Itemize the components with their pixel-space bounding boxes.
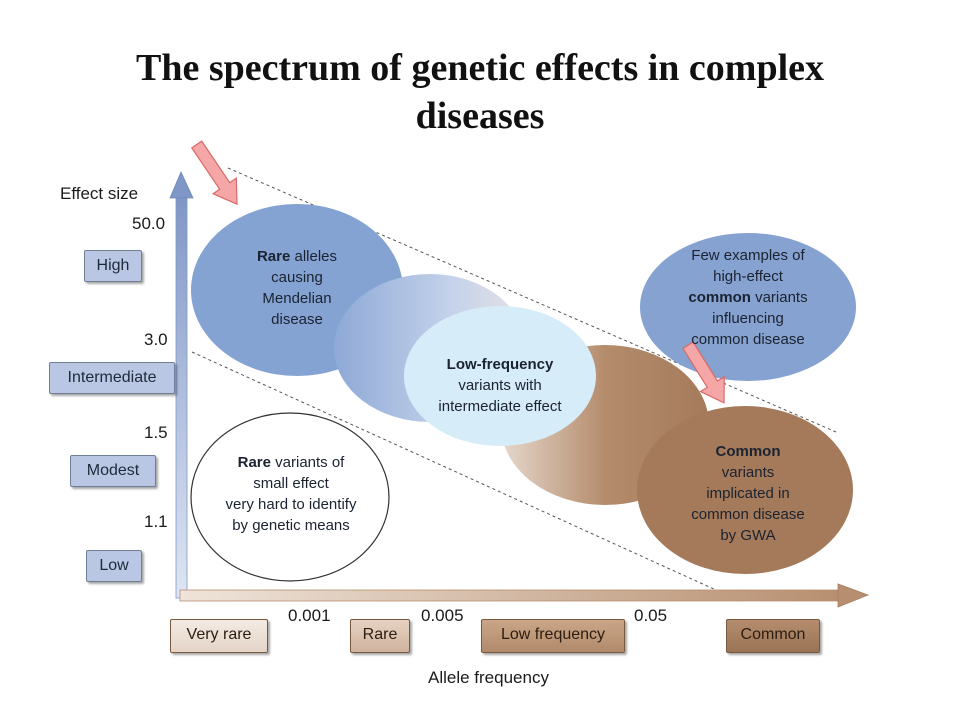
y-category-high: High xyxy=(84,250,142,282)
y-tick-50: 50.0 xyxy=(132,214,166,233)
title-line-2: diseases xyxy=(415,95,545,137)
bubble-low-frequency-shape xyxy=(404,306,596,446)
bubble-low-frequency: Low-frequency variants with intermediate… xyxy=(438,356,562,415)
title-line-1: The spectrum of genetic effects in compl… xyxy=(135,47,825,89)
y-category-intermediate: Intermediate xyxy=(49,362,175,394)
y-tick-3: 3.0 xyxy=(144,330,168,349)
x-category-very-rare: Very rare xyxy=(170,619,268,653)
y-category-low: Low xyxy=(86,550,142,582)
y-axis-arrowhead xyxy=(169,171,194,199)
x-category-rare: Rare xyxy=(350,619,410,653)
x-axis-title: Allele frequency xyxy=(428,668,549,687)
y-axis-title: Effect size xyxy=(60,184,139,203)
x-tick-0-001: 0.001 xyxy=(288,606,331,625)
y-axis-shaft xyxy=(175,195,188,599)
x-category-low-frequency: Low frequency xyxy=(481,619,625,653)
y-category-modest: Modest xyxy=(70,455,156,487)
x-axis-arrowhead xyxy=(837,583,870,608)
bubble-rare-small-shape xyxy=(190,412,390,582)
x-tick-0-005: 0.005 xyxy=(421,606,464,625)
x-axis-shaft xyxy=(179,589,841,602)
x-tick-0-05: 0.05 xyxy=(634,606,668,625)
y-tick-1-1: 1.1 xyxy=(144,512,168,531)
page-title: The spectrum of genetic effects in compl… xyxy=(60,44,900,140)
y-tick-1-5: 1.5 xyxy=(144,423,168,442)
x-category-common: Common xyxy=(726,619,820,653)
bubble-few-examples: Few examples of high-effect common varia… xyxy=(688,247,808,348)
bubble-common-shape xyxy=(637,406,853,574)
pink-arrow-right xyxy=(682,341,725,404)
bubble-rare-mendelian: Rare alleles causing Mendelian disease xyxy=(256,248,338,328)
bubble-common: Common variants implicated in common dis… xyxy=(691,443,805,544)
pink-arrow-top-left xyxy=(190,140,238,206)
bubble-rare-small-effect: Rare variants of small effect very hard … xyxy=(225,454,357,534)
